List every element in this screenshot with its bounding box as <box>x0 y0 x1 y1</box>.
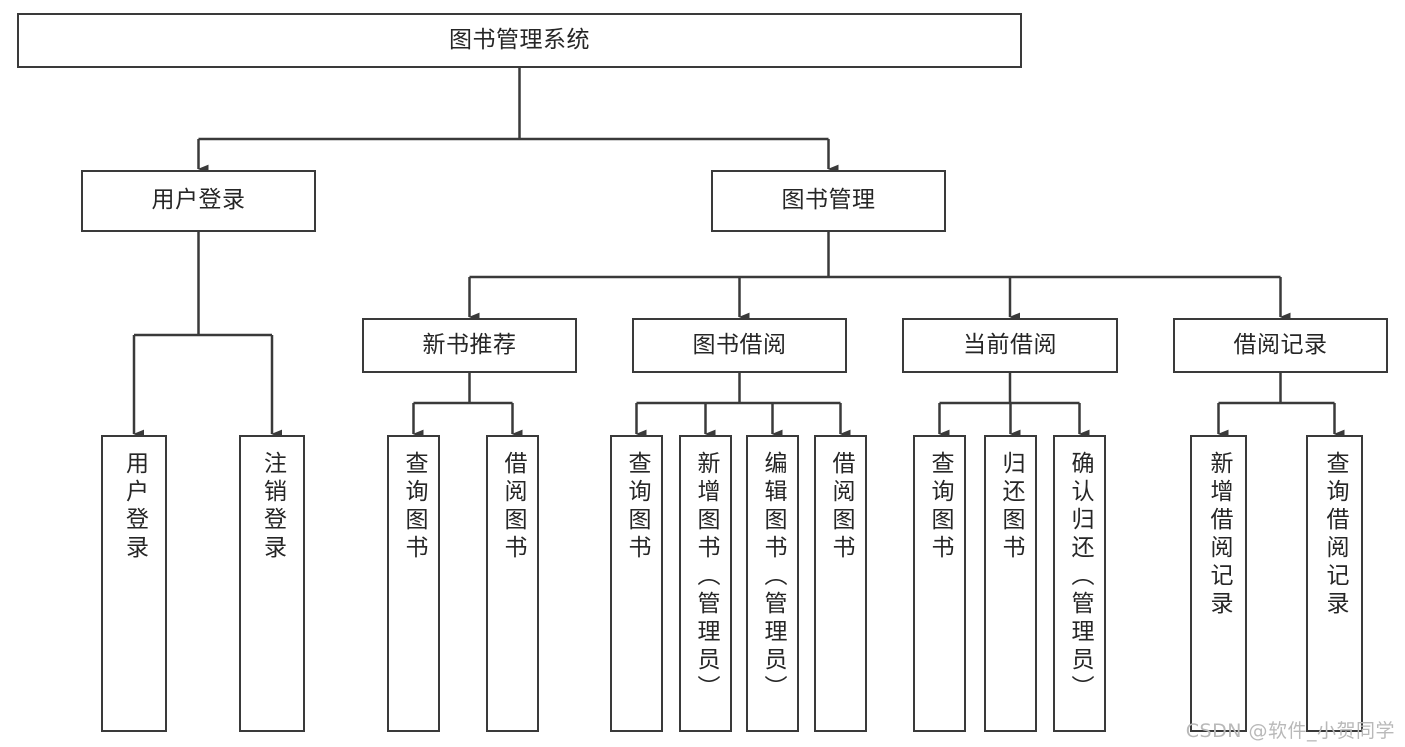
node-leaf-leaf-query-book-cur[interactable]: 查询图书 <box>913 435 966 732</box>
node-label: 用户登录 <box>151 187 246 214</box>
node-label: 借阅记录 <box>1233 331 1328 358</box>
node-root-root[interactable]: 图书管理系统 <box>17 13 1022 68</box>
node-level3-current-borrow[interactable]: 当前借阅 <box>902 318 1118 373</box>
node-leaf-leaf-query-book-rec[interactable]: 查询图书 <box>387 435 440 732</box>
node-level3-book-borrow[interactable]: 图书借阅 <box>632 318 847 373</box>
watermark-label: CSDN @软件_小贺同学 <box>1185 720 1395 742</box>
node-leaf-leaf-edit-book[interactable]: 编辑图书（管理员） <box>746 435 799 732</box>
node-leaf-leaf-borrow-book-rec[interactable]: 借阅图书 <box>486 435 539 732</box>
node-label: 查询借阅记录 <box>1322 451 1348 619</box>
node-label: 归还图书 <box>998 451 1024 563</box>
node-label: 查询图书 <box>401 451 427 563</box>
node-label: 新增借阅记录 <box>1206 451 1232 619</box>
node-leaf-leaf-query-record[interactable]: 查询借阅记录 <box>1306 435 1363 732</box>
node-leaf-leaf-borrow-book[interactable]: 借阅图书 <box>814 435 867 732</box>
node-label: 图书借阅 <box>692 331 787 358</box>
node-leaf-leaf-add-record[interactable]: 新增借阅记录 <box>1190 435 1247 732</box>
node-label: 用户登录 <box>121 451 148 563</box>
node-leaf-leaf-user-login[interactable]: 用户登录 <box>101 435 167 732</box>
node-label: 确认归还（管理员） <box>1067 451 1093 703</box>
node-level3-borrow-record[interactable]: 借阅记录 <box>1173 318 1388 373</box>
node-label: 注销登录 <box>259 451 286 563</box>
node-label: 查询图书 <box>927 451 953 563</box>
node-label: 借阅图书 <box>828 451 854 563</box>
node-label: 当前借阅 <box>963 331 1057 358</box>
node-label: 图书管理 <box>781 187 876 214</box>
node-level2-user-login[interactable]: 用户登录 <box>81 170 316 232</box>
node-label: 新书推荐 <box>422 331 517 358</box>
node-leaf-leaf-logout[interactable]: 注销登录 <box>239 435 305 732</box>
node-label: 借阅图书 <box>500 451 526 563</box>
node-label: 查询图书 <box>624 451 650 563</box>
node-level2-book-management[interactable]: 图书管理 <box>711 170 946 232</box>
node-label: 新增图书（管理员） <box>693 451 719 703</box>
node-leaf-leaf-query-book-borrow[interactable]: 查询图书 <box>610 435 663 732</box>
node-label: 编辑图书（管理员） <box>760 451 786 703</box>
node-leaf-leaf-add-book[interactable]: 新增图书（管理员） <box>679 435 732 732</box>
node-label: 图书管理系统 <box>449 26 590 53</box>
node-leaf-leaf-return-book[interactable]: 归还图书 <box>984 435 1037 732</box>
node-level3-new-book-recommend[interactable]: 新书推荐 <box>362 318 577 373</box>
node-leaf-leaf-confirm-return[interactable]: 确认归还（管理员） <box>1053 435 1106 732</box>
